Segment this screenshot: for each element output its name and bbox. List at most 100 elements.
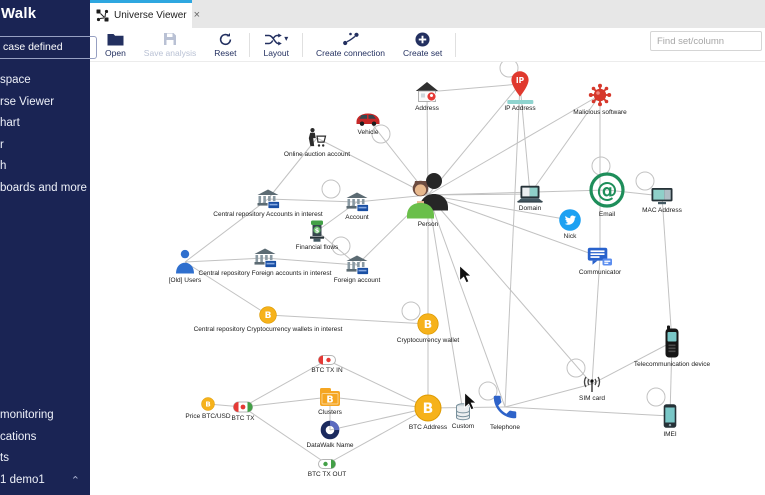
reset-button[interactable]: Reset [205,32,245,58]
edge-person-email [427,189,608,196]
sidebar-item-0[interactable]: space [0,74,31,86]
ring-icon [320,420,340,440]
toolbar-button-label: Open [105,47,126,58]
bank-card-icon [345,255,369,275]
edge-person-ip-address [427,83,521,196]
edge-btc-tx-btc-tx-out [242,406,328,465]
pill-in-icon [318,355,336,365]
edge-telephone-sim-card [504,383,593,408]
wallet-b-icon: B [319,387,341,407]
node-label: Central repository Accounts in interest [213,211,323,218]
svg-text:B: B [205,401,210,409]
self-loop-foreign-account [331,236,351,256]
svg-text:@: @ [597,179,618,203]
close-icon[interactable]: × [193,9,201,21]
graph-edges [184,62,673,465]
edge-btc-tx-btc-tx-in [242,359,328,408]
edge-online-auction-repo-accounts [267,137,318,200]
self-loop-account [321,179,341,199]
person-pair-icon [403,172,453,219]
edge-btc-tx-clusters [242,396,331,408]
node-label: Financial flows [295,244,339,251]
open-button[interactable]: Open [96,32,135,58]
node-label: Telecommunication device [633,360,711,368]
edge-person-malicious-software [427,94,601,196]
edge-mac-address-telecom-device [661,195,673,343]
auction-cart-icon [305,128,329,149]
antenna-icon [578,375,606,393]
node-label: [Old] Users [168,276,202,284]
house-icon [415,82,439,103]
node-label: IMEI [663,430,677,438]
sidebar-user[interactable]: 1 demo1 ⌃ [0,469,90,491]
handset-icon [490,392,520,422]
node-label: Custom [451,423,475,430]
node-label: IP Address [504,99,536,112]
mouse-cursor-icon [459,264,473,284]
node-label: Account [345,214,369,221]
bank-card-icon [253,248,277,268]
save-icon [163,32,177,46]
self-loop-ip-address [499,62,519,78]
toolbar-separator [249,32,251,57]
edge-repo-foreign-foreign-account [264,257,358,266]
node-label: DataWalk Name [306,442,354,449]
edge-repo-crypto-cryptocurrency-wallet [267,314,429,325]
case-badge[interactable]: case defined [0,36,97,59]
node-label: Communicator [578,269,622,276]
toolbar-separator [302,32,303,57]
node-label: Price BTC/USD [185,413,231,420]
universe-tab-icon [96,9,109,22]
layout-button[interactable]: ▾Layout [254,32,298,58]
search-input[interactable] [650,31,762,51]
database-icon [455,403,471,421]
chevron-down-icon[interactable]: ▾ [284,34,289,43]
svg-text:$: $ [315,227,320,235]
svg-text:B: B [423,401,434,417]
sidebar-bottom-item-0[interactable]: monitoring [0,409,54,421]
node-label: BTC TX [231,414,255,422]
node-label: Nick [563,233,577,240]
edge-btc-address-clusters [329,396,429,409]
edge-old-users-repo-crypto [184,261,269,316]
chevron-up-icon[interactable]: ⌃ [70,475,80,487]
create-connection-button[interactable]: Create connection [307,32,394,58]
ip-pin-icon: IP [510,71,530,98]
sidebar-item-5[interactable]: boards and more [0,181,87,194]
node-label: Foreign account [333,277,381,284]
create-set-button[interactable]: Create set [394,31,451,58]
node-label: SIM card [578,395,606,402]
bitcoin-md-icon: B [417,313,439,335]
chat-icon [587,247,613,267]
sidebar-item-4[interactable]: h [0,160,7,172]
sidebar-item-3[interactable]: r [0,138,4,151]
node-label: Central repository Cryptocurrency wallet… [193,326,343,333]
edge-sim-card-telecom-device [591,341,673,385]
self-loop-mac-address [635,171,655,191]
edge-btc-address-datawalk-name [329,407,429,431]
edge-person-online-auction [316,137,429,196]
self-loop-cryptocurrency-wallet [401,301,421,321]
mouse-cursor-icon [464,391,478,411]
node-label: Domain [518,205,542,212]
edge-btc-address-btc-tx-in [326,359,429,409]
sidebar-item-2[interactable]: hart [0,117,20,129]
edge-communicator-sim-card [591,256,601,385]
sidebar-bottom-item-2[interactable]: ts [0,452,9,464]
bird-circle-icon [559,209,581,231]
bitcoin-lg-icon: B [414,394,442,422]
sidebar-bottom-item-1[interactable]: cations [0,430,37,443]
edge-telephone-imei [504,406,671,417]
self-loop-sim-card [566,358,586,378]
tab-title: Universe Viewer [114,10,187,21]
tab-universe-viewer[interactable]: Universe Viewer × [90,0,200,28]
node-label: MAC Address [642,207,682,214]
app-logo: Walk [1,5,37,22]
toolbar-button-label: Create connection [316,47,385,58]
self-loop-imei [646,387,666,407]
save-analysis-button[interactable]: Save analysis [135,32,205,58]
sidebar-item-1[interactable]: rse Viewer [0,95,55,108]
